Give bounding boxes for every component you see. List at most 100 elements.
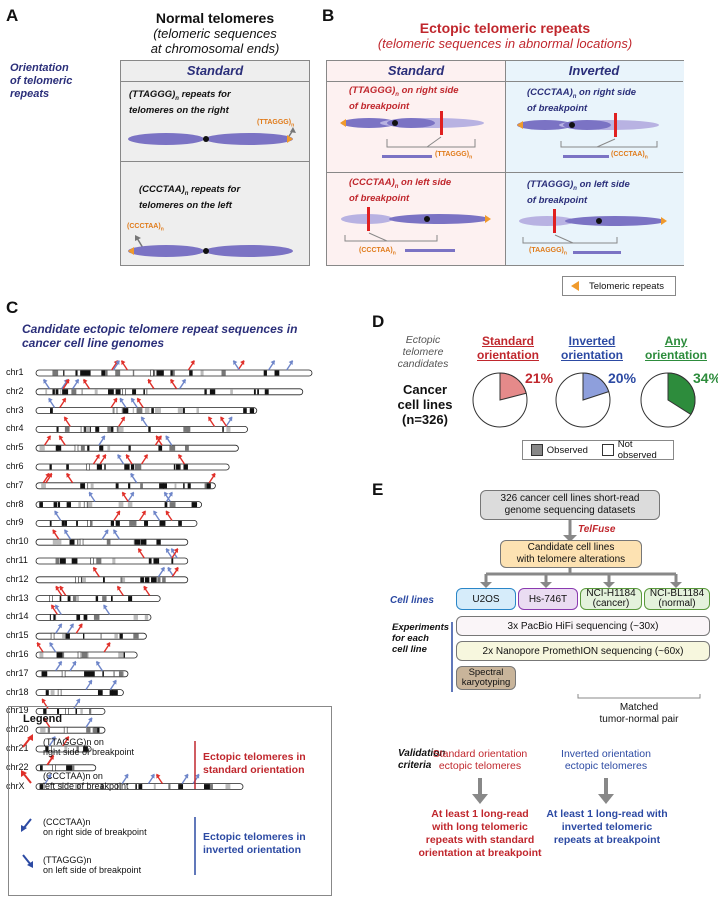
chromosome-band [49, 520, 52, 526]
chromosome-band [138, 784, 143, 790]
centromere [83, 501, 88, 508]
chromosome-band [158, 445, 163, 451]
chromosome-band [113, 671, 115, 677]
chromosome-band [97, 558, 102, 564]
arrowhead [59, 435, 64, 441]
chromosome-band [67, 596, 71, 602]
centromere [79, 538, 84, 546]
arrowhead [112, 679, 117, 685]
observed-label: Observed [546, 444, 588, 456]
arrowhead [147, 378, 152, 384]
chromosome-band [140, 577, 144, 583]
arrowhead [95, 454, 100, 459]
chromosome-band [132, 389, 137, 395]
chromosome-band [71, 389, 77, 395]
chromosome-band [200, 370, 204, 376]
chromosome-band [64, 746, 68, 752]
centromere [90, 557, 94, 565]
chromosome-band [153, 558, 158, 564]
centromere [65, 708, 69, 715]
chromosome-band [132, 408, 135, 414]
chromosome-band [144, 539, 147, 545]
chromosome-band [110, 520, 114, 526]
chromosome-band [39, 652, 44, 658]
chromosome-band [146, 389, 148, 395]
chromosome-label: chr9 [6, 517, 24, 528]
centromere [75, 576, 79, 584]
chromosome-band [91, 520, 93, 526]
breakpoint-marker [440, 111, 443, 135]
not-observed-swatch [601, 444, 614, 456]
chromosome-label: chr8 [6, 498, 24, 509]
chromosome-band [168, 784, 171, 790]
chromosome-band [90, 483, 94, 489]
chromosome-band [112, 690, 118, 696]
chromosome-band [61, 520, 65, 526]
arrowhead [121, 360, 126, 365]
chromosome-band [40, 765, 43, 771]
chromosome-band [187, 483, 191, 489]
chromosome-band [75, 596, 79, 602]
chromosome-band [140, 483, 143, 489]
chromosome-band [148, 426, 151, 432]
pie-percent-label: 21% [525, 370, 554, 386]
chromosome-band [96, 464, 102, 470]
telomere-marker-icon [571, 281, 579, 291]
panel-c-title-1: Candidate ectopic telomere repeat sequen… [22, 322, 298, 336]
chromosome-band [41, 502, 43, 508]
arrowhead [55, 604, 60, 610]
arrowhead [165, 435, 170, 441]
chromosome-ideogram [35, 614, 152, 621]
chromosome-band [118, 426, 124, 432]
chromosome-band [39, 502, 42, 508]
centromere [63, 726, 68, 734]
arrowhead [131, 397, 136, 403]
centromere [122, 388, 126, 396]
panel-c-label: C [6, 298, 19, 317]
chromosome-band [114, 633, 118, 639]
chromosome-band [76, 614, 79, 620]
centromere [52, 764, 56, 772]
chromosome-band [41, 671, 48, 677]
chromosome-band [124, 464, 130, 470]
chromosome-label: chr7 [6, 479, 24, 490]
chromosome-band [206, 483, 211, 489]
chromosome-label: chr6 [6, 461, 24, 471]
nci-bl1184-box: NCI-BL1184(normal) [644, 588, 710, 610]
chromosome-band [94, 389, 98, 395]
chromosome-band [66, 502, 72, 508]
pie-slice-observed [667, 372, 696, 416]
chromosome-band [80, 370, 86, 376]
chromosome-band [45, 389, 48, 395]
chromosome-band [154, 408, 161, 414]
chromosome-band [84, 370, 91, 376]
chromosome-band [76, 746, 79, 752]
arrowhead [143, 585, 148, 591]
chromosome-band [43, 708, 47, 714]
chromosome-band [204, 784, 210, 790]
arrowhead [117, 585, 122, 591]
panel-d-legend: Observed Not observed [522, 439, 674, 461]
chromosome-band [204, 389, 207, 395]
arrowhead [75, 698, 80, 704]
chromosome-band [183, 426, 190, 432]
chromosome-label: chr4 [6, 423, 24, 434]
arrowhead [47, 773, 52, 779]
chromosome-band [225, 784, 230, 790]
chromosome-band [209, 389, 216, 395]
chromosome-band [104, 370, 108, 376]
panel-a-chromosomes [128, 127, 296, 257]
panel-b-col-standard: Standard [327, 61, 505, 82]
arrowhead [57, 660, 62, 666]
chromosome-band [153, 784, 156, 790]
arrowhead [64, 529, 69, 535]
chromosome-band [71, 558, 78, 564]
arrowhead [96, 660, 101, 666]
chromosome-ideogram [35, 388, 304, 396]
